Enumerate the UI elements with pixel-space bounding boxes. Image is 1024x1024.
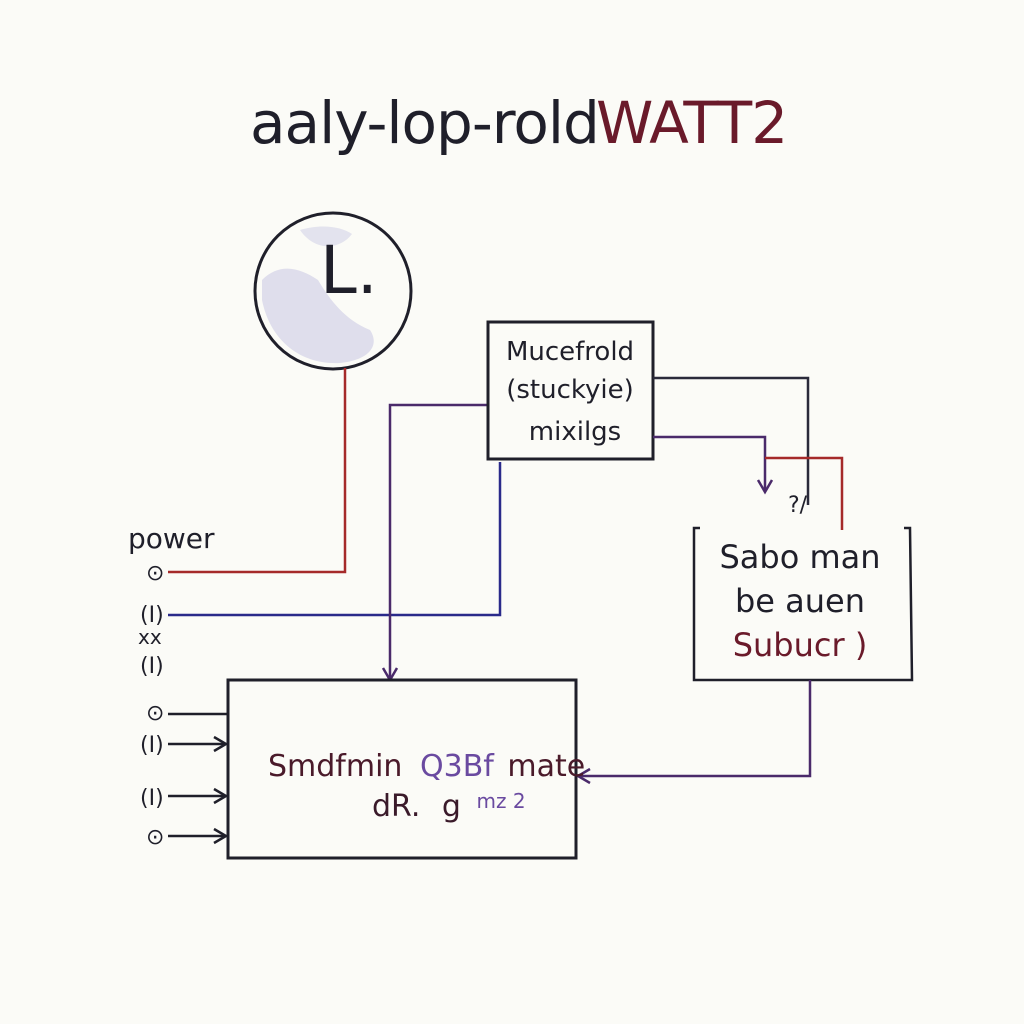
terminal-3: xx	[138, 625, 162, 649]
top-box-line2: (stuckyie)	[506, 375, 634, 405]
terminal-6: (I)	[140, 733, 164, 758]
right-box-line1: Sabo man	[719, 538, 880, 576]
terminal-7: (I)	[140, 786, 164, 811]
main-box-word6: mz 2	[477, 789, 526, 813]
wire-top-right-dark	[653, 376, 810, 505]
clock-icon: L.	[253, 211, 413, 371]
power-wire	[168, 368, 347, 574]
arrowhead-main-right	[575, 767, 591, 785]
main-box	[226, 678, 578, 860]
signal-wire-blue	[168, 462, 502, 617]
main-box-word4: dR.	[372, 789, 420, 824]
wire-top-right-red	[765, 456, 844, 530]
top-box-line3: mixilgs	[529, 417, 621, 447]
terminal-1: ⊙	[146, 561, 164, 586]
main-box-line2: dR. g mz 2	[372, 789, 526, 824]
control-wire-purple	[388, 403, 488, 678]
right-box-line3: Subucr )	[733, 626, 868, 664]
wire-top-right-purple	[653, 435, 767, 490]
clock-hands: L.	[320, 232, 378, 309]
top-box	[486, 320, 655, 461]
feedback-wire	[578, 680, 812, 778]
arrowhead-right-box	[756, 479, 774, 495]
main-box-word3: mate	[507, 749, 585, 784]
right-box	[692, 526, 914, 682]
right-box-mark: ?/	[788, 493, 808, 518]
terminal-4: (I)	[140, 654, 164, 679]
main-box-line1: Smdfmin Q3Bf mate	[268, 749, 585, 784]
input-arrows	[168, 712, 229, 845]
power-label: power	[128, 522, 215, 555]
main-box-word1: Smdfmin	[268, 749, 402, 784]
main-box-word2: Q3Bf	[420, 749, 495, 784]
main-box-word5: g	[442, 789, 461, 824]
title-right: WATT2	[596, 89, 787, 157]
top-box-line1: Mucefrold	[506, 337, 634, 367]
arrowhead-input-2	[213, 735, 229, 753]
terminal-list: ⊙ (I) xx (I) ⊙ (I) (I) ⊙	[138, 561, 164, 850]
arrowhead-input-3	[213, 787, 229, 805]
terminal-8: ⊙	[146, 825, 164, 850]
right-box-line2: be auen	[735, 582, 865, 620]
terminal-2: (I)	[140, 603, 164, 628]
title-left: aaly-lop-rold	[250, 89, 599, 157]
terminal-5: ⊙	[146, 701, 164, 726]
arrowhead-input-4	[213, 827, 229, 845]
